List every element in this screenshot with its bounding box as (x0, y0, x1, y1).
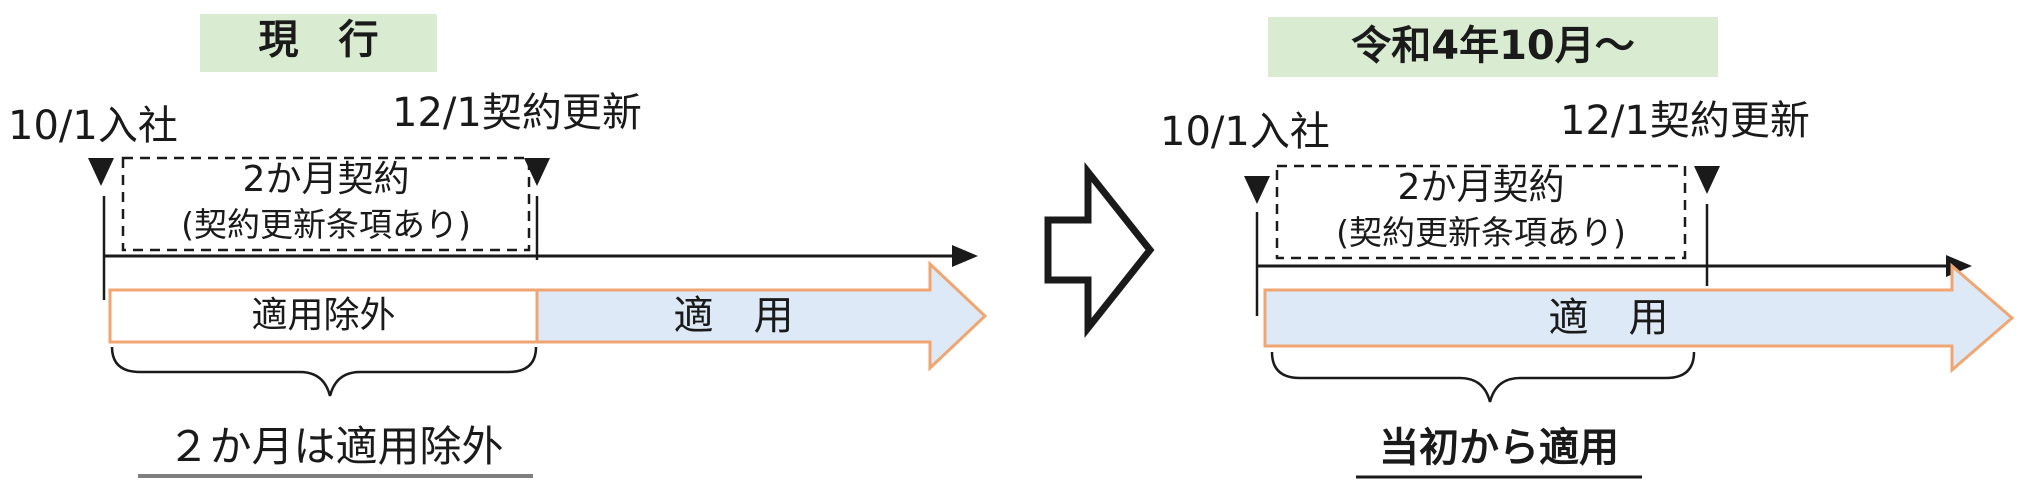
left-summary-label: ２か月は適用除外 (167, 422, 504, 471)
left-applied-arrow (535, 260, 988, 372)
right-summary-label: 当初から適用 (1379, 425, 1619, 471)
right-applied-bar-label: 適 用 (1548, 295, 1669, 341)
left-brace (110, 346, 538, 397)
right-start-marker (1244, 176, 1270, 204)
right-contract-line2: (契約更新条項あり) (1336, 213, 1626, 252)
right-contract-box (1275, 164, 1687, 260)
left-start-date-label: 10/1入社 (8, 103, 178, 149)
right-renewal-marker (1694, 166, 1720, 194)
left-contract-line1: 2か月契約 (242, 159, 410, 200)
right-contract-line1: 2か月契約 (1397, 167, 1565, 208)
transition-arrow (1044, 161, 1155, 339)
left-renewal-marker (524, 158, 550, 186)
left-applied-bar-label: 適 用 (673, 293, 794, 339)
left-renewal-date-label: 12/1契約更新 (392, 90, 642, 136)
left-start-marker (88, 158, 114, 186)
left-contract-line2: (契約更新条項あり) (181, 205, 471, 244)
left-header-label: 現 行 (258, 17, 379, 63)
right-header-bg (1268, 17, 1718, 77)
right-applied-arrow (1263, 262, 2015, 374)
left-contract-box (121, 156, 531, 252)
left-timeline-arrowhead (952, 245, 978, 267)
right-renewal-date-label: 12/1契約更新 (1560, 98, 1810, 144)
right-brace (1270, 351, 1696, 403)
left-excluded-bar-label: 適用除外 (251, 295, 396, 336)
left-header-bg (200, 14, 437, 72)
right-header-label: 令和4年10月～ (1351, 23, 1635, 69)
right-start-date-label: 10/1入社 (1160, 109, 1330, 155)
